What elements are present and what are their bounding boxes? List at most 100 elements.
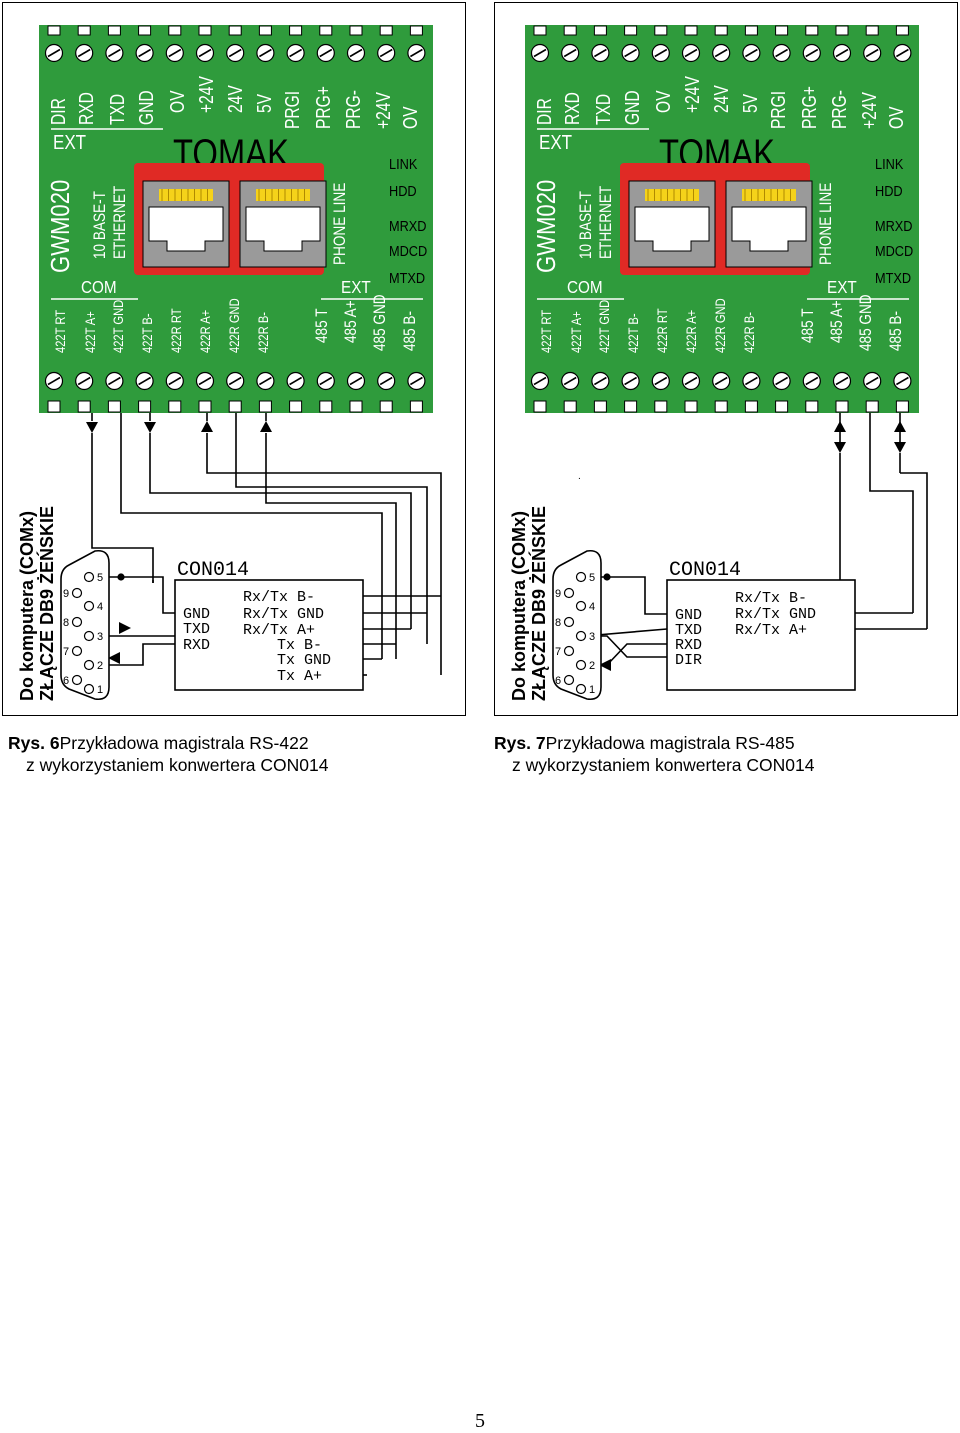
arrow-down xyxy=(834,442,846,453)
db9-pin-number: 5 xyxy=(97,572,103,584)
top-terminal-label: RXD xyxy=(75,92,97,125)
led-label: MTXD xyxy=(389,269,425,286)
arrow-db9-rxd xyxy=(108,652,120,664)
led-label: MDCD xyxy=(389,242,427,259)
db9-pin xyxy=(71,674,83,686)
screw-slot xyxy=(895,376,909,386)
led-label: LINK xyxy=(875,155,904,172)
top-terminal-label: +24V xyxy=(681,76,703,113)
screw-slot xyxy=(563,376,577,386)
terminal-tab xyxy=(379,25,393,36)
screw-slot xyxy=(714,376,728,386)
screw-slot xyxy=(835,48,849,58)
db9-pin xyxy=(71,645,83,657)
terminal-tab xyxy=(744,25,758,36)
db9-pin-number: 1 xyxy=(97,684,103,696)
led-label: MRXD xyxy=(875,217,913,234)
db9-pin-number: 4 xyxy=(589,601,595,613)
con014-right-pin: Rx/Tx B- xyxy=(243,589,315,606)
arrow-422t-rt xyxy=(86,422,98,433)
screw-slot xyxy=(865,376,879,386)
screw-slot xyxy=(379,48,393,58)
screw-slot xyxy=(684,376,698,386)
terminal-tab xyxy=(168,400,182,413)
caption-title: Przykładowa magistrala RS-422 xyxy=(59,733,309,753)
ext2-label: EXT xyxy=(827,277,857,297)
screw-slot xyxy=(895,48,909,58)
db9-pin-number: 9 xyxy=(555,588,561,600)
bottom-terminal-label: 485 A+ xyxy=(342,300,361,343)
top-terminal-label: PRG- xyxy=(828,90,850,129)
con014-right-pin: Rx/Tx GND xyxy=(243,606,324,623)
screw-slot xyxy=(409,376,423,386)
arrow-422r-a xyxy=(201,421,213,432)
terminal-tab xyxy=(138,25,152,36)
top-terminal-label: 5V xyxy=(253,94,275,113)
db9-pin-number: 2 xyxy=(589,660,595,672)
led-label: MRXD xyxy=(389,217,427,234)
con014-box xyxy=(174,579,364,691)
db9-pin xyxy=(71,616,83,628)
terminal-tab xyxy=(714,400,728,413)
junction-dot xyxy=(603,573,611,581)
db9-pin xyxy=(575,600,587,612)
bottom-terminal-label: 422T B- xyxy=(140,313,155,353)
screw-slot xyxy=(138,48,152,58)
db9-pin xyxy=(575,571,587,583)
arrow-422t-b xyxy=(144,422,156,433)
top-terminal-label: +24V xyxy=(858,92,880,129)
terminal-tab xyxy=(319,400,333,413)
db9-pin-number: 2 xyxy=(97,660,103,672)
wire xyxy=(265,433,397,659)
jack-socket xyxy=(148,206,224,252)
stray-mark: . xyxy=(578,471,581,482)
screw-slot xyxy=(409,48,423,58)
terminal-tab xyxy=(744,400,758,413)
top-terminal-label: PRG- xyxy=(342,90,364,129)
con014-right-pin: Rx/Tx A+ xyxy=(735,622,807,639)
wire xyxy=(120,413,383,659)
base-label: 10 BASE-T xyxy=(577,191,596,259)
db9-pin-number: 7 xyxy=(555,646,561,658)
terminal-tab xyxy=(895,400,909,413)
base-label: 10 BASE-T xyxy=(91,191,110,259)
ext2-label: EXT xyxy=(341,277,371,297)
screw-slot xyxy=(684,48,698,58)
db9-pin xyxy=(563,645,575,657)
screw-slot xyxy=(47,48,61,58)
terminal-tab xyxy=(107,25,121,36)
screw-slot xyxy=(654,48,668,58)
com-label: COM xyxy=(567,277,603,297)
terminal-tab xyxy=(593,400,607,413)
screw-slot xyxy=(198,48,212,58)
screw-slot xyxy=(865,48,879,58)
bottom-terminal-label: 422T RT xyxy=(53,310,68,353)
con014-box xyxy=(666,579,856,691)
terminal-tab xyxy=(168,25,182,36)
bottom-terminal-label: 422T RT xyxy=(539,310,554,353)
jack-socket xyxy=(731,206,807,252)
terminal-tab xyxy=(563,400,577,413)
terminal-tab xyxy=(684,400,698,413)
top-terminal-label: +24V xyxy=(195,76,217,113)
terminal-tab xyxy=(895,25,909,36)
screw-slot xyxy=(289,376,303,386)
con014-right-pin: Rx/Tx GND xyxy=(735,606,816,623)
terminal-tab xyxy=(319,25,333,36)
jack-socket xyxy=(245,206,321,252)
top-terminal-label: PRGI xyxy=(767,91,789,129)
bottom-terminal-label: 422R RT xyxy=(655,308,670,353)
screw-slot xyxy=(563,48,577,58)
terminal-tab xyxy=(593,25,607,36)
screw-slot xyxy=(107,376,121,386)
bottom-terminal-label: 422T GND xyxy=(111,300,126,353)
terminal-tab xyxy=(684,25,698,36)
terminal-tab xyxy=(409,400,423,413)
jack-pins xyxy=(256,189,310,201)
bottom-terminal-label: 422R GND xyxy=(227,298,242,353)
